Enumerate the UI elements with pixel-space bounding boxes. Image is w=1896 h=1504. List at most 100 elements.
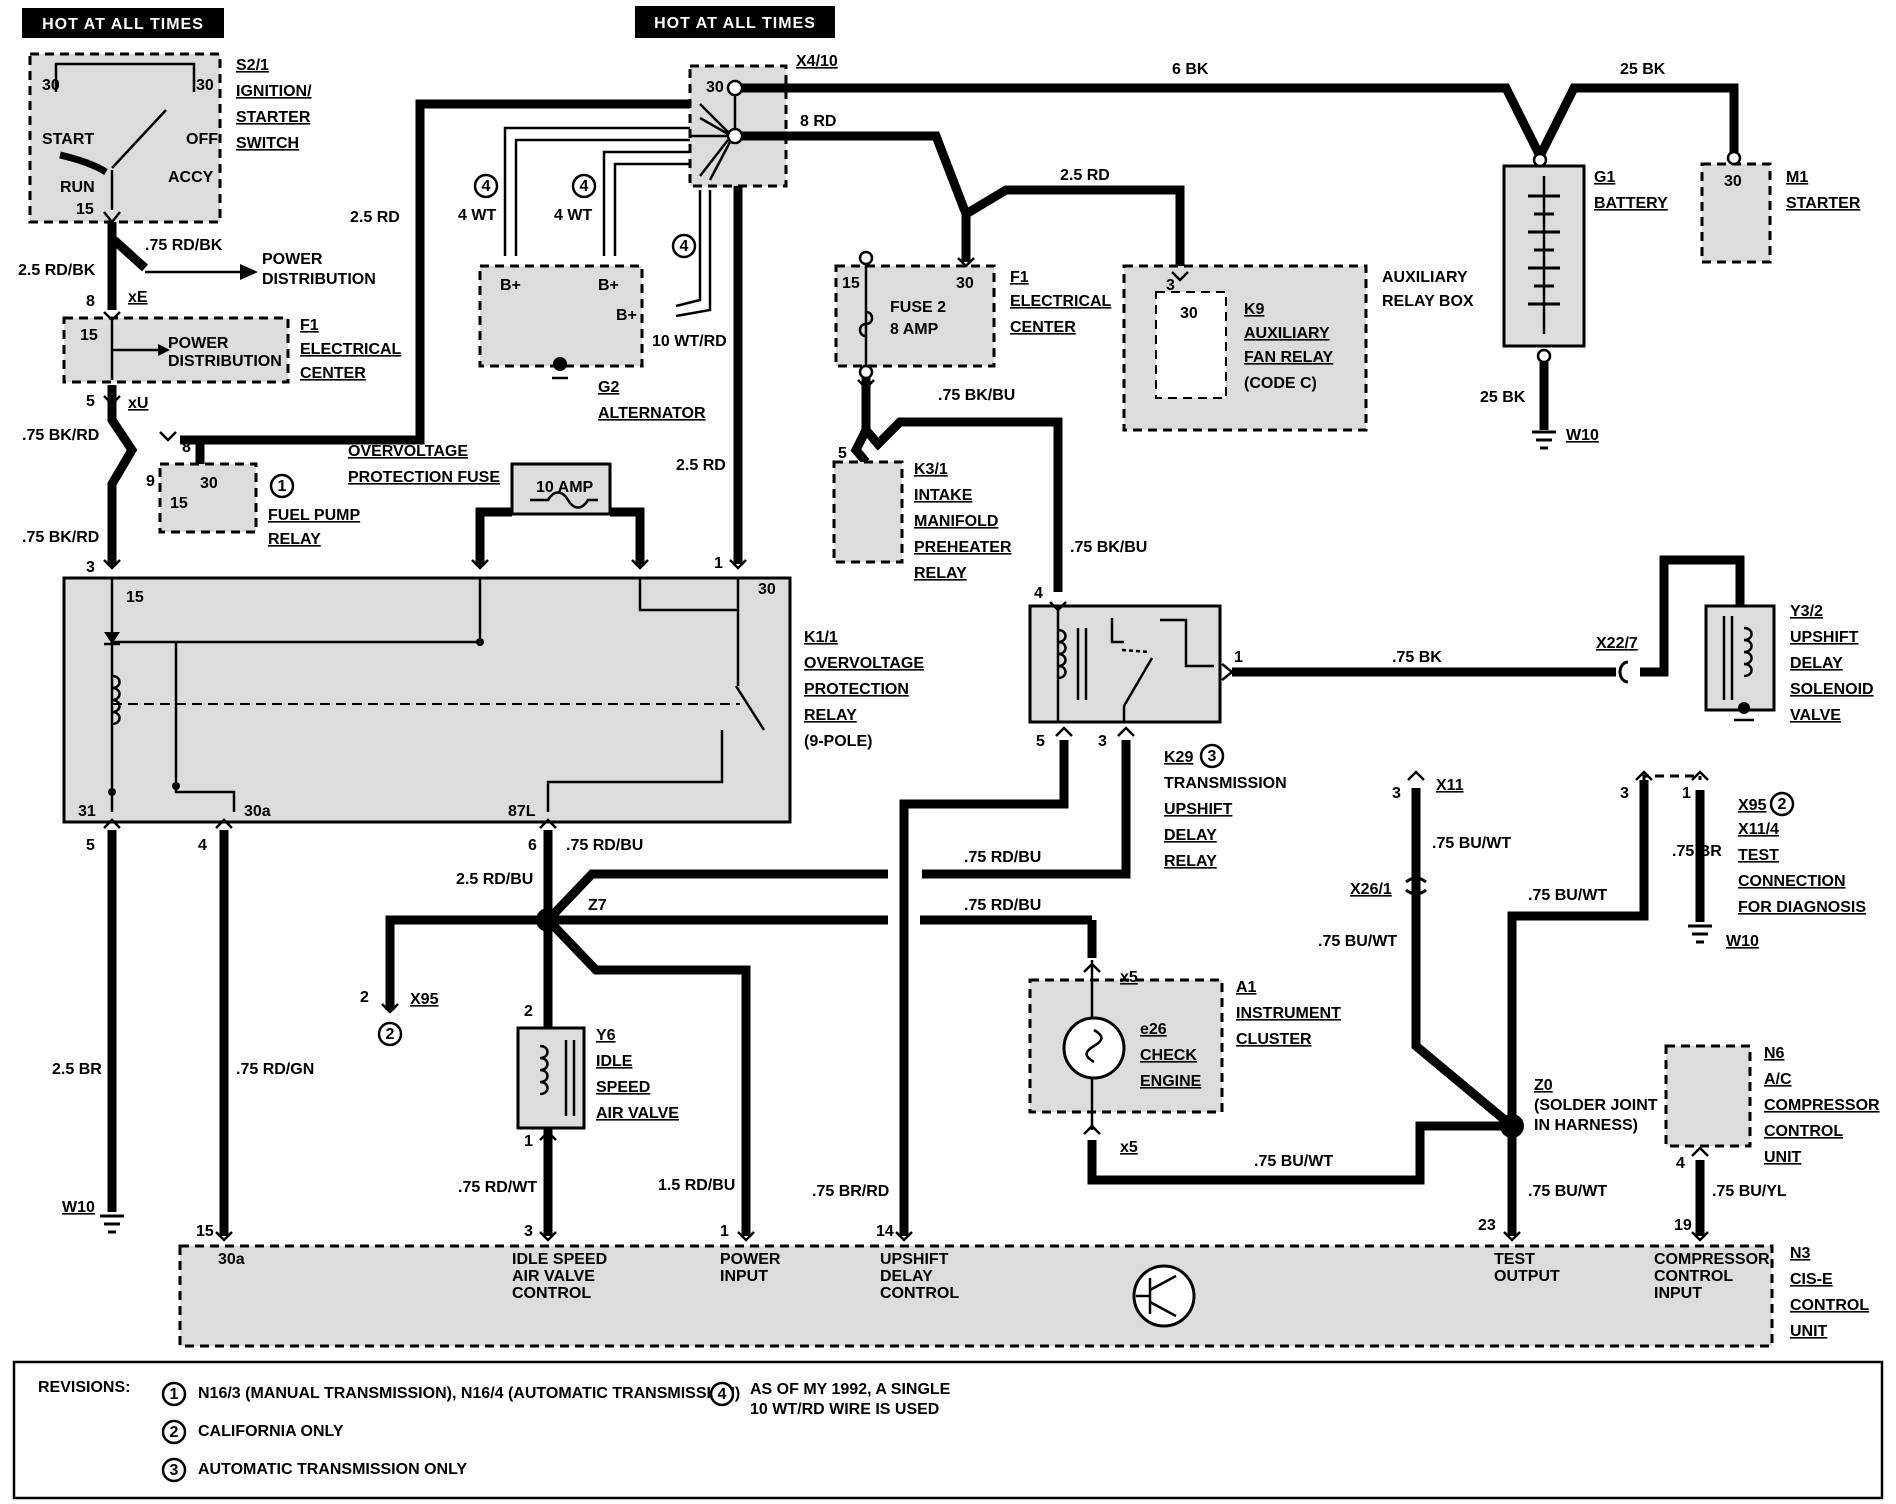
wire-8-rd: 8 RD 2.5 RD <box>742 113 1185 272</box>
svg-text:10 WT/RD WIRE IS USED: 10 WT/RD WIRE IS USED <box>750 1401 939 1418</box>
svg-text:x5: x5 <box>1120 1139 1138 1156</box>
alternator-wires: 4 4 4 4 WT 4 WT 10 WT/RD <box>458 126 727 350</box>
svg-text:INTAKE: INTAKE <box>914 487 973 504</box>
svg-text:6 BK: 6 BK <box>1172 61 1209 78</box>
svg-text:CENTER: CENTER <box>1010 319 1076 336</box>
svg-text:30: 30 <box>1724 173 1742 190</box>
svg-text:.75 RD/BK: .75 RD/BK <box>145 237 223 254</box>
starter-motor: 30 M1 STARTER <box>1700 150 1861 264</box>
svg-text:x5: x5 <box>1120 969 1138 986</box>
svg-text:14: 14 <box>876 1223 894 1240</box>
svg-text:8 AMP: 8 AMP <box>890 321 939 338</box>
svg-text:9: 9 <box>146 473 155 490</box>
svg-text:CHECK: CHECK <box>1140 1047 1197 1064</box>
electrical-center-left: 15 POWER DISTRIBUTION F1 ELECTRICAL CENT… <box>62 316 402 384</box>
svg-text:2: 2 <box>386 1026 395 1043</box>
svg-text:30: 30 <box>200 475 218 492</box>
overvoltage-protection-fuse: 10 AMP OVERVOLTAGE PROTECTION FUSE <box>348 443 645 566</box>
svg-text:X22/7: X22/7 <box>1596 635 1638 652</box>
svg-text:DELAY: DELAY <box>880 1268 933 1285</box>
svg-text:VALVE: VALVE <box>1790 707 1841 724</box>
svg-text:.75 BK/RD: .75 BK/RD <box>22 427 99 444</box>
svg-text:FAN RELAY: FAN RELAY <box>1244 349 1334 366</box>
left-feed-lower: 5 xU .75 BK/RD .75 BK/RD 3 <box>22 385 148 576</box>
test-output-wires: 3 X11 .75 BU/WT X26/1 .75 BU/WT .75 BU/W… <box>1087 777 1658 1236</box>
test-connection-x95: 1 .75 BR W10 X95 2 X11/4 TEST CONNECTION… <box>1642 774 1866 950</box>
svg-text:5: 5 <box>86 837 95 854</box>
svg-text:6: 6 <box>528 837 537 854</box>
svg-text:Y3/2: Y3/2 <box>1790 603 1823 620</box>
svg-text:F1: F1 <box>1010 269 1029 286</box>
svg-text:G1: G1 <box>1594 169 1615 186</box>
svg-text:FUEL PUMP: FUEL PUMP <box>268 507 360 524</box>
svg-text:.75 BU/WT: .75 BU/WT <box>1528 887 1607 904</box>
svg-text:RELAY: RELAY <box>804 707 857 724</box>
svg-text:ELECTRICAL: ELECTRICAL <box>300 341 402 358</box>
svg-text:2.5 BR: 2.5 BR <box>52 1061 102 1078</box>
svg-text:.75 BR/RD: .75 BR/RD <box>812 1183 889 1200</box>
svg-text:FUSE 2: FUSE 2 <box>890 299 946 316</box>
svg-text:K29: K29 <box>1164 749 1193 766</box>
svg-text:e26: e26 <box>1140 1021 1167 1038</box>
svg-text:A/C: A/C <box>1764 1071 1792 1088</box>
svg-text:4: 4 <box>718 1386 727 1403</box>
svg-text:UPSHIFT: UPSHIFT <box>1164 801 1233 818</box>
transmission-upshift-delay-relay: 4 5 3 1 K29 3 TRANSMISSION UPSHIFT DELAY… <box>1028 585 1287 870</box>
svg-text:RELAY: RELAY <box>268 531 321 548</box>
svg-text:POWER: POWER <box>720 1251 781 1268</box>
svg-text:X26/1: X26/1 <box>1350 881 1392 898</box>
svg-text:15: 15 <box>80 327 98 344</box>
svg-text:B+: B+ <box>598 277 619 294</box>
svg-text:5: 5 <box>838 445 847 462</box>
svg-text:CLUSTER: CLUSTER <box>1236 1031 1312 1048</box>
svg-text:87L: 87L <box>508 803 536 820</box>
svg-text:.75 BU/WT: .75 BU/WT <box>1254 1153 1333 1170</box>
svg-text:CONTROL: CONTROL <box>880 1285 959 1302</box>
svg-text:15: 15 <box>170 495 188 512</box>
svg-text:Z7: Z7 <box>588 897 607 914</box>
ac-compressor-control-unit: 4 .75 BU/YL 19 N6 A/C COMPRESSOR CONTROL… <box>1664 1044 1880 1236</box>
svg-text:POWER: POWER <box>168 335 229 352</box>
svg-text:X11/4: X11/4 <box>1738 821 1779 838</box>
svg-text:CENTER: CENTER <box>300 365 366 382</box>
svg-text:1: 1 <box>714 555 723 572</box>
svg-text:3: 3 <box>1392 785 1401 802</box>
svg-text:30: 30 <box>1180 305 1198 322</box>
svg-text:4: 4 <box>482 178 491 195</box>
upshift-delay-solenoid-valve: Y3/2 UPSHIFT DELAY SOLENOID VALVE <box>1704 603 1874 724</box>
alternator: B+ B+ B+ G2 ALTERNATOR <box>478 264 706 422</box>
svg-text:1: 1 <box>278 478 287 495</box>
auxiliary-relay-box: 3 30 K9 AUXILIARY FAN RELAY (CODE C) AUX… <box>1122 264 1474 432</box>
svg-text:INPUT: INPUT <box>1654 1285 1702 1302</box>
svg-text:X4/10: X4/10 <box>796 53 838 70</box>
wire-to-upshift-solenoid: .75 BK X22/7 <box>1232 555 1745 684</box>
svg-text:4 WT: 4 WT <box>554 207 592 224</box>
svg-text:4: 4 <box>580 178 589 195</box>
svg-text:(SOLDER JOINT: (SOLDER JOINT <box>1534 1097 1658 1114</box>
svg-text:.75 RD/WT: .75 RD/WT <box>458 1179 537 1196</box>
svg-text:8: 8 <box>86 293 95 310</box>
svg-text:CONTROL: CONTROL <box>512 1285 591 1302</box>
svg-text:AS OF MY 1992, A SINGLE: AS OF MY 1992, A SINGLE <box>750 1381 951 1398</box>
z7-splice-wires: 6 .75 RD/BU 2.5 RD/BU Z7 .75 RD/BU 2 X95… <box>360 830 1097 1236</box>
svg-text:ENGINE: ENGINE <box>1140 1073 1202 1090</box>
svg-text:.75 BK/BU: .75 BK/BU <box>1070 539 1147 556</box>
svg-text:30: 30 <box>42 77 60 94</box>
svg-text:BATTERY: BATTERY <box>1594 195 1668 212</box>
svg-text:SWITCH: SWITCH <box>236 135 299 152</box>
svg-text:UPSHIFT: UPSHIFT <box>880 1251 949 1268</box>
svg-text:W10: W10 <box>62 1199 95 1216</box>
svg-text:2: 2 <box>1778 796 1787 813</box>
svg-text:M1: M1 <box>1786 169 1808 186</box>
svg-text:15: 15 <box>126 589 144 606</box>
svg-text:2.5 RD: 2.5 RD <box>676 457 726 474</box>
svg-text:15: 15 <box>842 275 860 292</box>
svg-text:RELAY BOX: RELAY BOX <box>1382 293 1474 310</box>
svg-text:xE: xE <box>128 289 148 306</box>
svg-text:30: 30 <box>758 581 776 598</box>
svg-text:ALTERNATOR: ALTERNATOR <box>598 405 706 422</box>
svg-text:30: 30 <box>956 275 974 292</box>
battery: G1 BATTERY 25 BK W10 <box>1480 152 1668 450</box>
svg-text:23: 23 <box>1478 1217 1496 1234</box>
